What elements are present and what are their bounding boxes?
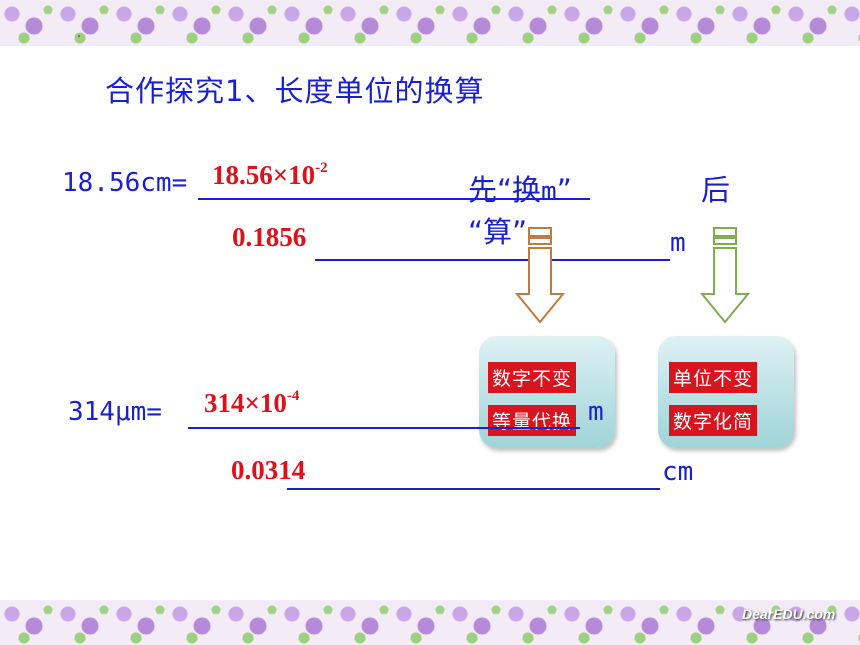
row1-lhs: 18.56cm= bbox=[62, 168, 188, 198]
rule-right-line2: 数字化简 bbox=[669, 405, 758, 436]
arrow-down-icon-right bbox=[699, 227, 751, 324]
watermark-logo: DearEDU.com bbox=[742, 606, 836, 622]
row2-underline bbox=[315, 259, 670, 261]
row1-note-after: 后 bbox=[701, 173, 731, 207]
row3-answer: 314×10-4 bbox=[204, 388, 300, 418]
row2-unit: m bbox=[670, 228, 686, 258]
slide-title: 合作探究1、长度单位的换算 bbox=[105, 74, 485, 108]
rule-left-line2: 等量代换 bbox=[488, 405, 577, 436]
decor-dot bbox=[78, 35, 80, 37]
arrow-down-icon-left bbox=[514, 227, 566, 324]
row4-unit: cm bbox=[662, 457, 694, 487]
rule-left-line1: 数字不变 bbox=[488, 362, 577, 393]
row3-underline bbox=[188, 427, 580, 429]
row2-answer: 0.1856 bbox=[232, 222, 307, 252]
row1-note-line2: “算” bbox=[468, 215, 528, 249]
row1-answer: 18.56×10-2 bbox=[212, 160, 328, 190]
row4-underline bbox=[287, 488, 660, 490]
rule-right-line1: 单位不变 bbox=[669, 362, 758, 393]
top-flower-border bbox=[0, 0, 860, 46]
row3-lhs: 314μm= bbox=[68, 397, 162, 427]
bottom-flower-border bbox=[0, 600, 860, 645]
row1-underline bbox=[198, 198, 590, 200]
row1-note-line1: 先“换m” bbox=[468, 173, 572, 207]
row4-answer: 0.0314 bbox=[231, 455, 306, 485]
row3-unit: m bbox=[588, 397, 604, 427]
